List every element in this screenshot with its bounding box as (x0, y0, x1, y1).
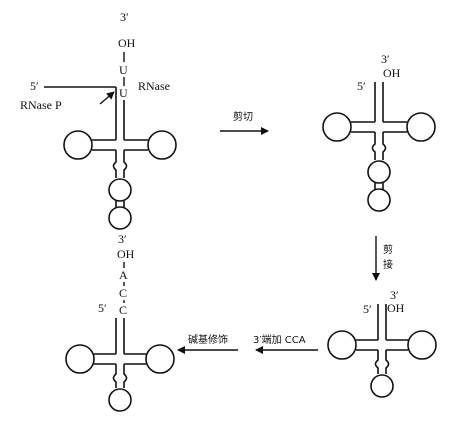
cut-label: 剪切 (233, 110, 253, 123)
nucleotide-c2: C (119, 303, 127, 317)
three-prime-label: 3′ (381, 52, 390, 66)
rnase-p-label: RNase P (20, 98, 62, 112)
trna-cloverleaf (63, 99, 177, 230)
cut-step: 剪切 (220, 110, 269, 135)
trna-cloverleaf (65, 317, 175, 412)
splice-step: 剪 接 (372, 236, 393, 281)
base-mod-label: 碱基修饰 (188, 333, 228, 346)
trna-cloverleaf (327, 303, 437, 398)
mature-trna: 3′ OH A C C 5′ (65, 232, 175, 412)
five-prime-label: 5′ (98, 301, 107, 315)
oh-label: OH (387, 301, 405, 315)
oh-label: OH (118, 36, 136, 50)
nucleotide-u2: U (119, 86, 128, 100)
nucleotide-a: A (119, 268, 128, 282)
rnase-label: RNase (138, 79, 170, 93)
three-prime-label: 3′ (118, 232, 127, 246)
nucleotide-u1: U (119, 63, 128, 77)
precursor-trna: 3′ OH U U 5′ RNase RNase P (20, 10, 177, 230)
five-prime-label: 5′ (363, 302, 372, 316)
nucleotide-c1: C (119, 286, 127, 300)
add-cca-step: 3′端加 CCA (253, 333, 318, 354)
splice-char-2: 接 (383, 258, 393, 271)
splice-char-1: 剪 (383, 243, 393, 256)
three-prime-label: 3′ (120, 10, 129, 24)
oh-label: OH (117, 247, 135, 261)
base-modification-step: 碱基修饰 (177, 333, 238, 354)
three-prime-label: 3′ (390, 288, 399, 302)
rnase-p-cut-arrow (99, 91, 115, 105)
trna-cloverleaf (322, 81, 436, 212)
cleaved-trna: 3′ OH 5′ (322, 52, 436, 212)
five-prime-label: 5′ (30, 79, 39, 93)
five-prime-label: 5′ (357, 79, 366, 93)
oh-label: OH (383, 66, 401, 80)
add-cca-label: 3′端加 CCA (253, 333, 306, 346)
spliced-trna: 3′ OH 5′ (327, 288, 437, 398)
